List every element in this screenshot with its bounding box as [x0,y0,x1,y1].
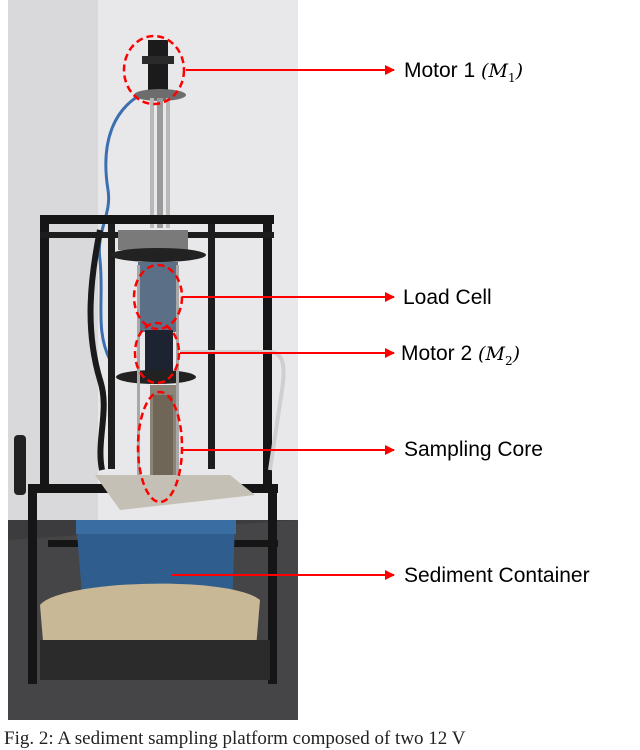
black-cable [87,229,107,471]
sampling-core-label: Sampling Core [404,438,543,461]
sampling-core-highlight [136,390,184,504]
carriage [110,230,206,475]
highlight-ellipses [122,34,186,504]
motor-2-highlight [133,321,181,385]
motor-1-assembly [134,40,186,228]
figure-caption: Fig. 2: A sediment sampling platform com… [4,728,466,749]
sediment-container [40,520,270,680]
motor-1-label: Motor 1 (M1) [404,59,523,90]
motor-2-text: Motor 2 [401,342,473,365]
motor-2-symbol: (M2) [478,343,520,368]
sediment-container-label: Sediment Container [404,564,590,587]
motor-1-text: Motor 1 [404,59,476,82]
load-cell-label: Load Cell [403,286,492,309]
motor-1-highlight [122,34,186,106]
motor-2-label: Motor 2 (M2) [401,342,520,373]
motor-1-symbol: (M1) [481,60,523,85]
handheld-probe [14,435,26,495]
callout-arrows [172,65,395,580]
